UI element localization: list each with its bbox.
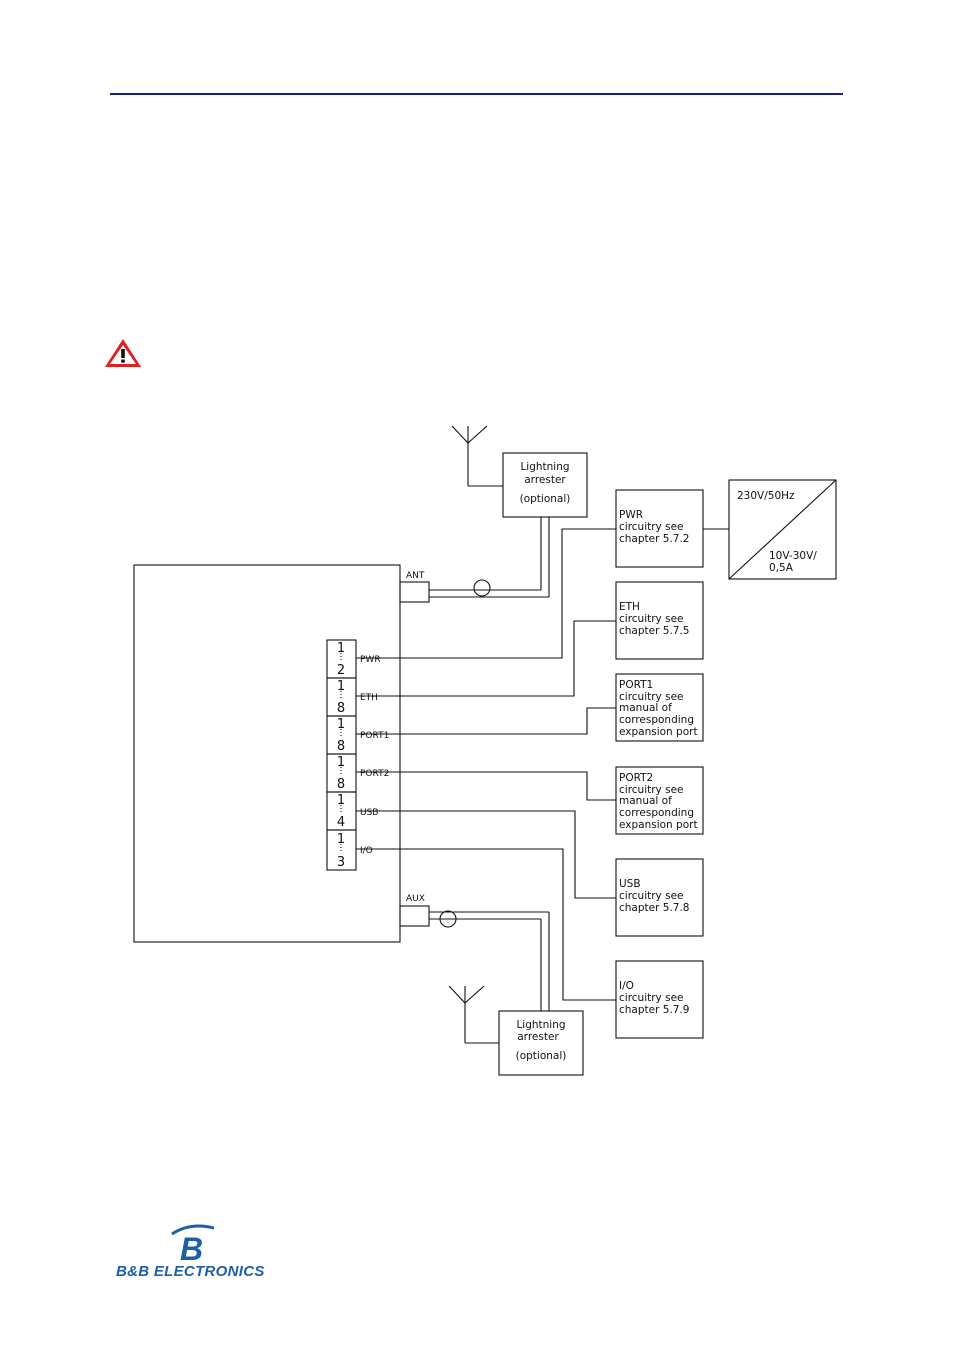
power-output-line2: 0,5A [769,562,794,574]
pin-last: 8 [337,777,345,792]
logo-text: B&B ELECTRONICS [116,1263,265,1280]
port2-box-line: circuitry see [619,784,684,796]
pin-first: 1 [337,641,345,656]
bb-electronics-logo: B B&B ELECTRONICS [116,1224,265,1280]
pin-last: 8 [337,701,345,716]
port2-box-line: PORT2 [619,772,653,784]
eth-box-line: ETH [619,601,640,613]
usb-box-line: chapter 5.7.8 [619,902,689,914]
pin-first: 1 [337,717,345,732]
aux-connector [399,905,430,927]
port2-box-line: expansion port [619,819,698,831]
pwr-box-line: circuitry see [619,521,684,533]
arrester-bottom-line3: (optional) [516,1050,567,1062]
logo-letter: B [180,1231,203,1267]
port-label-eth: ETH [360,693,378,703]
arrester-bottom-line2: arrester [517,1031,559,1043]
pin-first: 1 [337,679,345,694]
power-output-line1: 10V-30V/ [769,550,817,562]
io-box-line: I/O [619,980,634,992]
header-rule [110,93,843,95]
io-box-line: chapter 5.7.9 [619,1004,689,1016]
port1-box-line: PORT1 [619,679,653,691]
usb-box-line: circuitry see [619,890,684,902]
arrester-top-line3: (optional) [520,493,571,505]
pin-last: 2 [337,663,345,678]
port1-box-line: expansion port [619,726,698,738]
pwr-box-line: PWR [619,509,643,521]
port-label-io: I/O [360,846,373,856]
pin-block-io [326,829,357,871]
eth-box-line: chapter 5.7.5 [619,625,689,637]
ant-connector [399,581,430,603]
port1-box-line: manual of [619,702,672,714]
port-label-port2: PORT2 [360,769,389,779]
pin-first: 1 [337,793,345,808]
warning-icon [105,339,141,367]
port-label-usb: USB [360,808,378,818]
port1-box-line: circuitry see [619,691,684,703]
arrester-top-line2: arrester [524,474,566,486]
arrester-bottom-line1: Lightning [516,1019,565,1031]
power-input-label: 230V/50Hz [737,490,795,502]
pwr-box-line: chapter 5.7.2 [619,533,689,545]
router-box [133,564,401,943]
port2-box-line: manual of [619,795,672,807]
pin-first: 1 [337,755,345,770]
lightning-arrester-top [502,452,588,518]
port-label-port1: PORT1 [360,731,389,741]
pin-last: 8 [337,739,345,754]
port-label-aux: AUX [406,894,425,904]
io-box-line: circuitry see [619,992,684,1004]
pin-last: 3 [337,855,345,870]
eth-box-line: circuitry see [619,613,684,625]
port2-box-line: corresponding [619,807,694,819]
port-label-ant: ANT [406,571,425,581]
arrester-top-line1: Lightning [520,461,569,473]
pin-last: 4 [337,815,345,830]
port1-box-line: corresponding [619,714,694,726]
usb-box-line: USB [619,878,641,890]
pin-first: 1 [337,832,345,847]
port-label-pwr: PWR [360,655,381,665]
